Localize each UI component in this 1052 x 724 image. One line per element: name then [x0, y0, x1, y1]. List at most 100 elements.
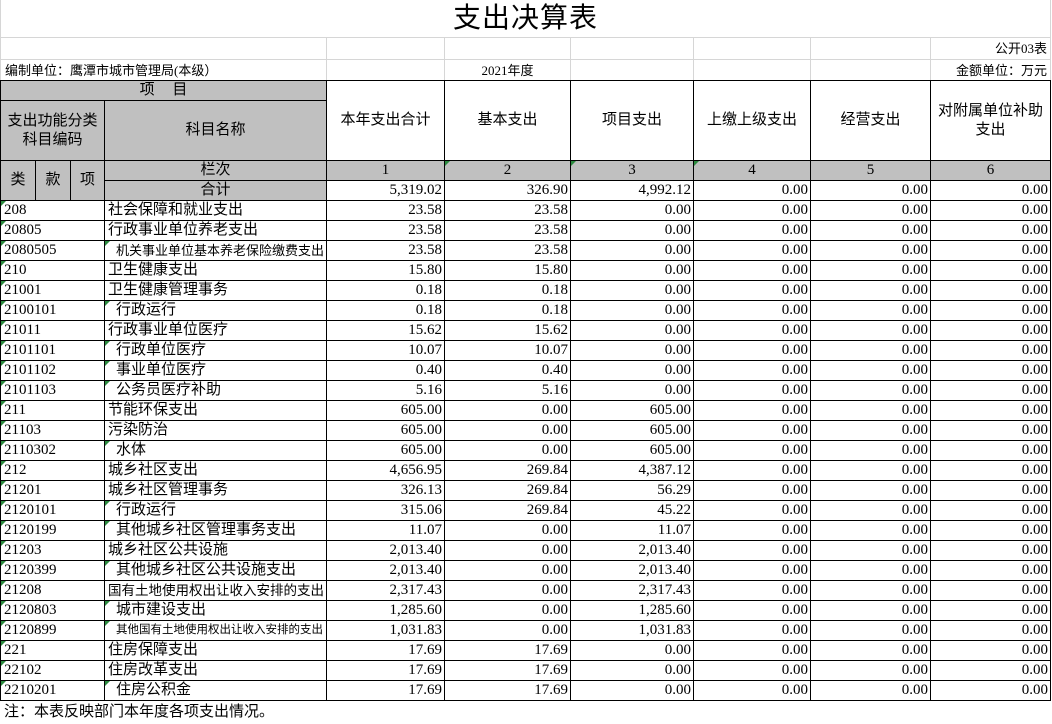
row-value: 0.00 — [931, 441, 1051, 461]
row-value: 17.69 — [327, 641, 445, 661]
row-value: 0.00 — [694, 461, 811, 481]
blank-cell — [445, 38, 571, 60]
row-value: 23.58 — [327, 201, 445, 221]
row-value: 0.00 — [931, 501, 1051, 521]
row-value: 0.00 — [694, 661, 811, 681]
column-index: 6 — [931, 161, 1051, 181]
row-value: 0.00 — [694, 601, 811, 621]
row-value: 0.00 — [931, 421, 1051, 441]
row-value: 0.00 — [931, 401, 1051, 421]
row-name: 城乡社区管理事务 — [105, 481, 327, 501]
row-code: 2101101 — [1, 341, 105, 361]
row-name: 公务员医疗补助 — [105, 381, 327, 401]
row-code: 21203 — [1, 541, 105, 561]
row-value: 0.00 — [571, 201, 694, 221]
row-name: 行政事业单位医疗 — [105, 321, 327, 341]
row-value: 2,013.40 — [327, 561, 445, 581]
row-value: 0.00 — [445, 521, 571, 541]
row-value: 0.00 — [445, 601, 571, 621]
header-basic-expenditure-label: 基本支出 — [477, 112, 538, 128]
row-value: 0.00 — [571, 321, 694, 341]
row-value: 0.00 — [931, 361, 1051, 381]
row-value: 2,317.43 — [571, 581, 694, 601]
row-code: 208 — [1, 201, 105, 221]
header-business-expenditure: 经营支出 — [811, 81, 931, 161]
row-value: 0.00 — [931, 621, 1051, 641]
row-value: 1,031.83 — [571, 621, 694, 641]
row-name: 节能环保支出 — [105, 401, 327, 421]
row-value: 17.69 — [445, 661, 571, 681]
row-value: 0.18 — [445, 301, 571, 321]
row-value: 23.58 — [445, 201, 571, 221]
org-label: 编制单位：鹰潭市城市管理局(本级） — [1, 60, 327, 80]
total-value: 5,319.02 — [327, 181, 445, 201]
row-value: 0.00 — [931, 341, 1051, 361]
row-value: 0.00 — [931, 281, 1051, 301]
row-name: 社会保障和就业支出 — [105, 201, 327, 221]
row-value: 0.40 — [445, 361, 571, 381]
row-value: 15.62 — [327, 321, 445, 341]
row-value: 0.00 — [694, 381, 811, 401]
row-value: 0.00 — [931, 241, 1051, 261]
row-name: 行政运行 — [105, 501, 327, 521]
header-total-expenditure: 本年支出合计 — [327, 81, 445, 161]
header-item-label: 项 目 — [139, 82, 188, 98]
row-value: 1,285.60 — [571, 601, 694, 621]
row-value: 605.00 — [327, 421, 445, 441]
form-code: 公开03表 — [931, 38, 1051, 60]
row-value: 0.00 — [931, 521, 1051, 541]
row-name: 机关事业单位基本养老保险缴费支出 — [105, 241, 327, 261]
row-value: 0.00 — [811, 421, 931, 441]
row-value: 0.00 — [931, 561, 1051, 581]
column-index: 1 — [327, 161, 445, 181]
row-value: 0.00 — [694, 301, 811, 321]
row-code: 21201 — [1, 481, 105, 501]
row-value: 0.00 — [931, 261, 1051, 281]
row-value: 0.00 — [445, 421, 571, 441]
row-value: 0.00 — [811, 321, 931, 341]
header-basic-expenditure: 基本支出 — [445, 81, 571, 161]
row-value: 0.00 — [694, 641, 811, 661]
header-lei-label: 类 — [10, 172, 26, 188]
row-code: 2110302 — [1, 441, 105, 461]
row-value: 1,031.83 — [327, 621, 445, 641]
row-value: 0.00 — [571, 681, 694, 701]
row-code: 212 — [1, 461, 105, 481]
row-value: 0.00 — [811, 481, 931, 501]
header-name-column-label: 科目名称 — [185, 122, 246, 138]
row-code: 2120899 — [1, 621, 105, 641]
header-subsidy-to-affiliates-label: 对附属单位补助支出 — [937, 102, 1043, 138]
row-value: 0.00 — [811, 541, 931, 561]
row-value: 0.00 — [694, 341, 811, 361]
row-value: 0.00 — [931, 681, 1051, 701]
row-code: 21011 — [1, 321, 105, 341]
row-value: 0.00 — [931, 541, 1051, 561]
row-value: 0.00 — [694, 221, 811, 241]
row-code: 2080505 — [1, 241, 105, 261]
row-value: 5.16 — [327, 381, 445, 401]
row-value: 0.00 — [811, 581, 931, 601]
blank-cell — [694, 60, 811, 80]
page-title: 支出决算表 — [1, 0, 1051, 38]
expenditure-table: 项 目 本年支出合计 基本支出 项目支出 上缴上级支出 经营支出 对附属单位补助… — [0, 80, 1051, 701]
row-value: 0.00 — [811, 641, 931, 661]
row-value: 605.00 — [571, 401, 694, 421]
row-value: 0.00 — [571, 261, 694, 281]
unit-label: 金额单位：万元 — [931, 60, 1051, 80]
row-value: 0.00 — [931, 381, 1051, 401]
row-value: 0.00 — [694, 541, 811, 561]
row-value: 10.07 — [445, 341, 571, 361]
row-value: 0.00 — [571, 241, 694, 261]
row-value: 0.00 — [694, 501, 811, 521]
total-label: 合计 — [105, 181, 327, 201]
blank-cell — [327, 60, 445, 80]
row-value: 0.40 — [327, 361, 445, 381]
row-value: 0.00 — [931, 661, 1051, 681]
row-value: 1,285.60 — [327, 601, 445, 621]
row-value: 0.00 — [445, 441, 571, 461]
row-value: 0.00 — [811, 241, 931, 261]
row-value: 0.00 — [931, 481, 1051, 501]
row-value: 0.00 — [811, 661, 931, 681]
row-value: 0.00 — [694, 321, 811, 341]
row-value: 0.00 — [694, 581, 811, 601]
